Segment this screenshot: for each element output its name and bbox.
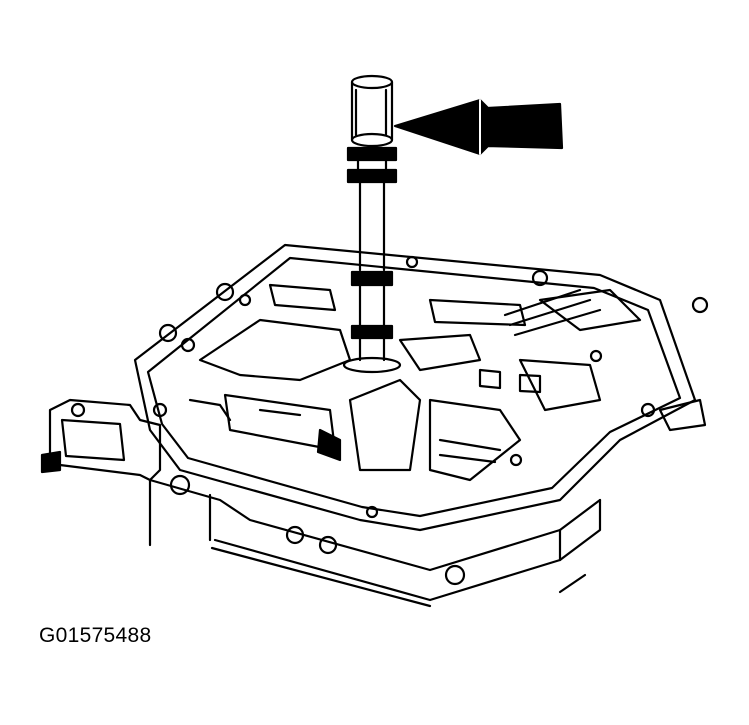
valve-body-plate (133, 243, 707, 532)
left-bracket (40, 398, 162, 482)
transmission-case (148, 478, 602, 608)
figure-code: G01575488 (39, 624, 152, 647)
bolts (152, 255, 709, 586)
shift-valve-tool (342, 74, 402, 374)
pointer-arrow-icon (393, 98, 564, 156)
